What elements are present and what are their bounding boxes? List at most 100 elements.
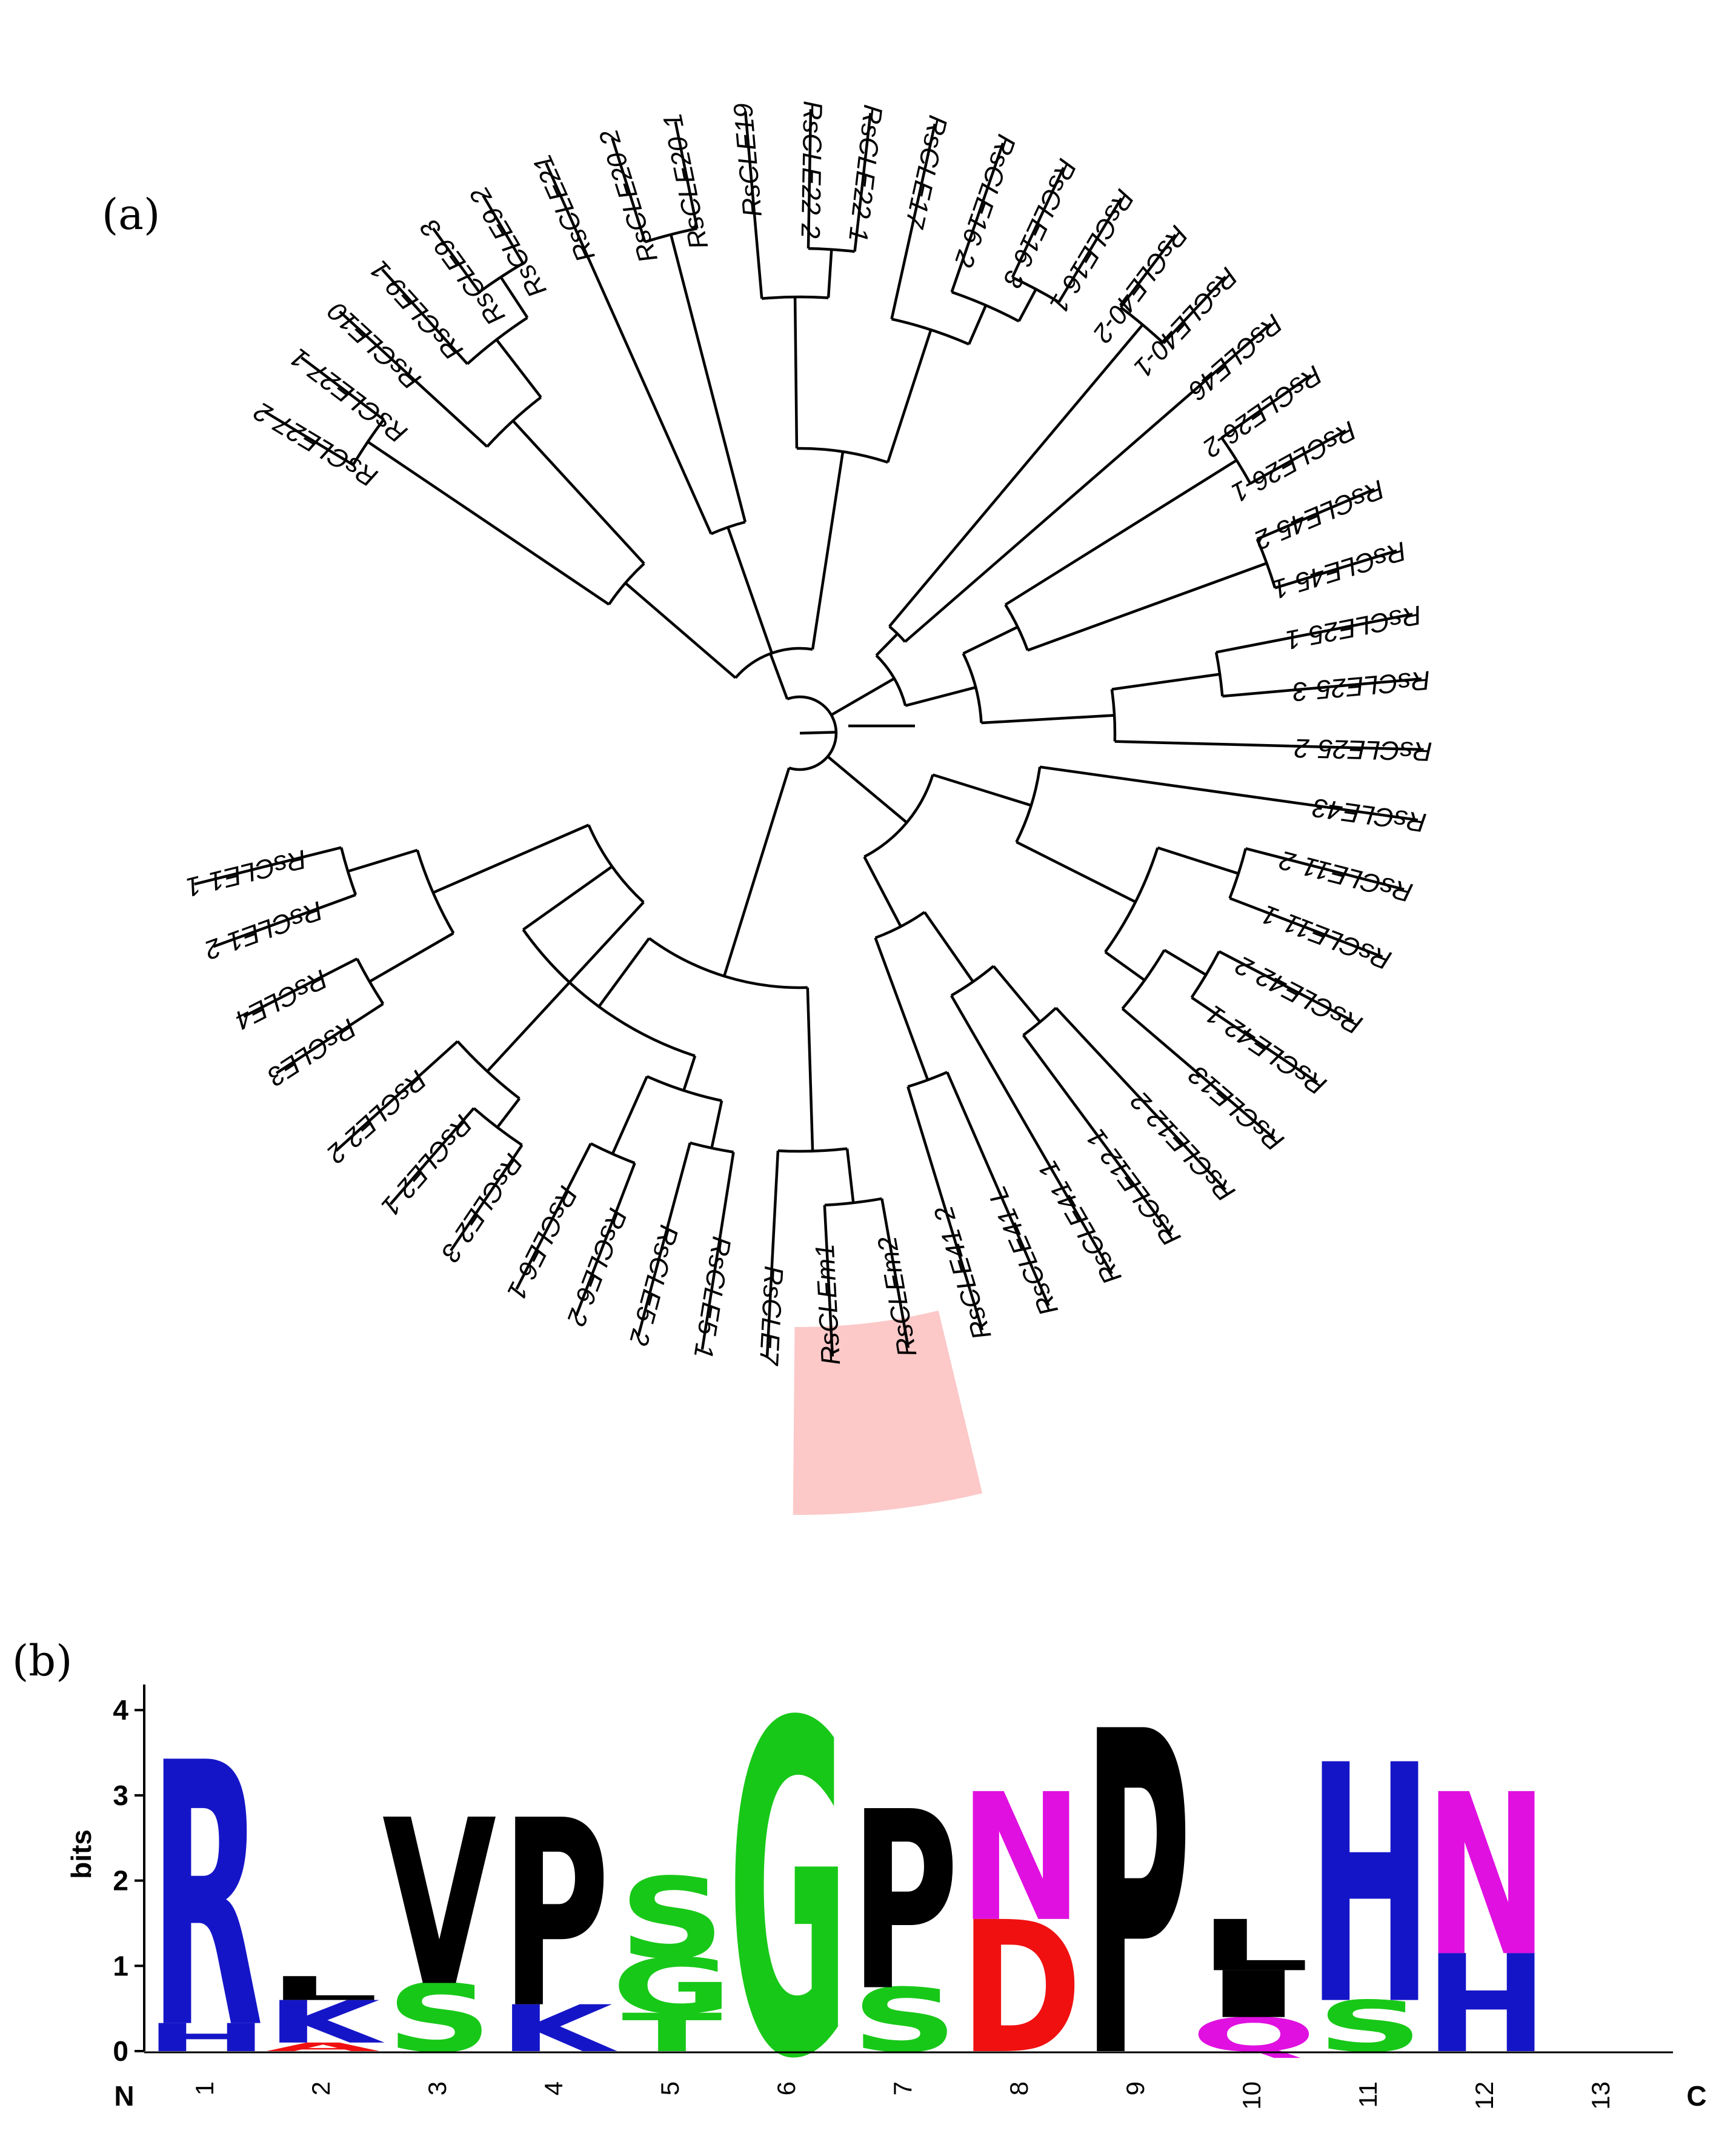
tree-leaf-label: RsCLE7 (754, 1265, 789, 1367)
panel-a-label: (a) (102, 190, 160, 239)
tree-branch-114 (823, 1205, 834, 1357)
logo-letter-P: P (1083, 1638, 1191, 2142)
tree-branch-118 (682, 1055, 697, 1091)
position-label: 5 (656, 2081, 684, 2095)
tree-branch-92 (863, 856, 902, 928)
tree-branch-146 (194, 846, 342, 886)
tree-leaf-label: RsCLE2-1 (375, 1109, 478, 1222)
logo-letter-L: L (267, 1970, 379, 2008)
logo-letter-K: K (266, 1988, 385, 2057)
position-label: 2 (307, 2081, 335, 2095)
tree-arc-112 (824, 1197, 882, 1207)
tree-branch-128 (522, 865, 613, 931)
tree-branch-29 (793, 296, 799, 449)
y-tick-label: 2 (113, 1865, 128, 1897)
position-label: 9 (1121, 2081, 1149, 2095)
position-label: 3 (423, 2081, 451, 2095)
tree-leaf-label: RsCLE5-2 (624, 1222, 684, 1349)
logo-letter-V: V (382, 1771, 497, 2037)
tree-leaf-label: RsCLE11-1 (1258, 899, 1395, 976)
tree-arc-1 (787, 695, 838, 771)
tree-branch-73 (1114, 740, 1424, 751)
tree-branch-26 (674, 121, 699, 229)
tree-branch-111 (845, 1148, 855, 1203)
tree-arc-58 (1004, 604, 1029, 651)
tree-branch-126 (574, 1162, 636, 1317)
tree-branch-79 (1016, 840, 1137, 903)
logo-letter-S: S (851, 1970, 957, 2072)
tree-branch-107 (723, 796, 782, 977)
tree-branch-41 (950, 142, 1005, 293)
tree-leaf-label: RsCLE22-1 (843, 103, 888, 244)
tree-leaf-label: RsCLE6-2 (561, 1204, 633, 1329)
logo-letter-P: P (851, 1760, 959, 2046)
tree-branch-94 (923, 911, 974, 983)
tree-branch-55 (905, 686, 976, 707)
tree-branch-90 (1191, 996, 1319, 1083)
position-label: 4 (539, 2081, 568, 2095)
tree-arc-86 (1121, 949, 1166, 1010)
tree-arc-64 (1255, 538, 1277, 588)
tree-arc-102 (907, 1071, 948, 1088)
tree-branch-13 (495, 339, 542, 398)
tree-branch-136 (335, 1040, 459, 1152)
tree-branch-65 (1256, 488, 1375, 540)
tree-arc-144 (340, 847, 358, 896)
tree-arc-108 (648, 937, 808, 990)
tree-leaf-label: RsCLE19 (728, 102, 768, 218)
logo-letter-K: K (499, 1992, 618, 2066)
logo-letter-N: N (959, 1757, 1083, 1961)
tree-branch-130 (486, 901, 645, 1073)
tree-branch-31 (743, 111, 763, 299)
n-terminus-label: N (114, 2080, 134, 2112)
tree-arc-75 (863, 774, 934, 858)
phylogenetic-tree-branches (194, 109, 1424, 1357)
tree-branch-12 (339, 310, 488, 448)
tree-leaf-label: RsCLE5-1 (688, 1234, 736, 1360)
logo-letter-G: G (611, 1942, 733, 2031)
tree-branch-89 (1218, 950, 1354, 1023)
tree-branch-105 (779, 767, 791, 797)
tree-branch-27 (811, 451, 845, 650)
tree-arc-14 (466, 316, 528, 365)
tree-branch-84 (1229, 897, 1383, 959)
tree-branch-100 (950, 994, 1113, 1275)
tree-arc-110 (777, 1147, 848, 1153)
tree-arc-97 (1022, 1006, 1057, 1037)
tree-arc-56 (962, 653, 983, 723)
tree-branch-8 (264, 410, 354, 467)
tree-branch-76 (932, 773, 1032, 807)
tree-branch-63 (1027, 562, 1268, 652)
tree-branch-132 (496, 1097, 521, 1128)
tree-branch-9 (301, 356, 385, 421)
y-tick-label: 4 (113, 1694, 128, 1726)
tree-branch-87 (1163, 948, 1207, 976)
tree-branch-23 (670, 234, 747, 523)
tree-branch-72 (1222, 677, 1422, 698)
tree-branch-85 (1104, 951, 1146, 982)
tree-branch-39 (968, 305, 988, 345)
tree-branch-101 (874, 937, 930, 1081)
tree-leaf-label: RsCLE2-3 (435, 1148, 528, 1267)
tree-branch-99 (1022, 1034, 1172, 1236)
logo-letter-A: A (266, 2040, 380, 2054)
tree-branch-143 (347, 848, 418, 873)
logo-letter-P: P (502, 1766, 610, 2066)
logo-letter-S: S (619, 1854, 725, 1984)
tree-branch-78 (1039, 765, 1418, 822)
tree-arc-30 (762, 295, 829, 300)
panel-b-label: (b) (12, 1636, 72, 1686)
tree-arc-77 (1015, 767, 1042, 843)
tree-leaf-label: RsCLE1-1 (183, 844, 310, 903)
tree-branch-120 (710, 1100, 723, 1149)
logo-letter-S: S (386, 1964, 492, 2074)
position-label: 13 (1586, 2081, 1615, 2110)
logo-letter-I: I (1192, 1957, 1315, 2032)
tree-arc-117 (522, 928, 696, 1057)
logo-letter-H: H (1425, 1926, 1548, 2083)
logo-letter-G: G (728, 1628, 849, 2142)
tree-leaf-label: RsCLE3 (262, 1013, 362, 1092)
tree-branch-52 (1119, 234, 1177, 308)
tree-branch-123 (637, 1142, 691, 1337)
